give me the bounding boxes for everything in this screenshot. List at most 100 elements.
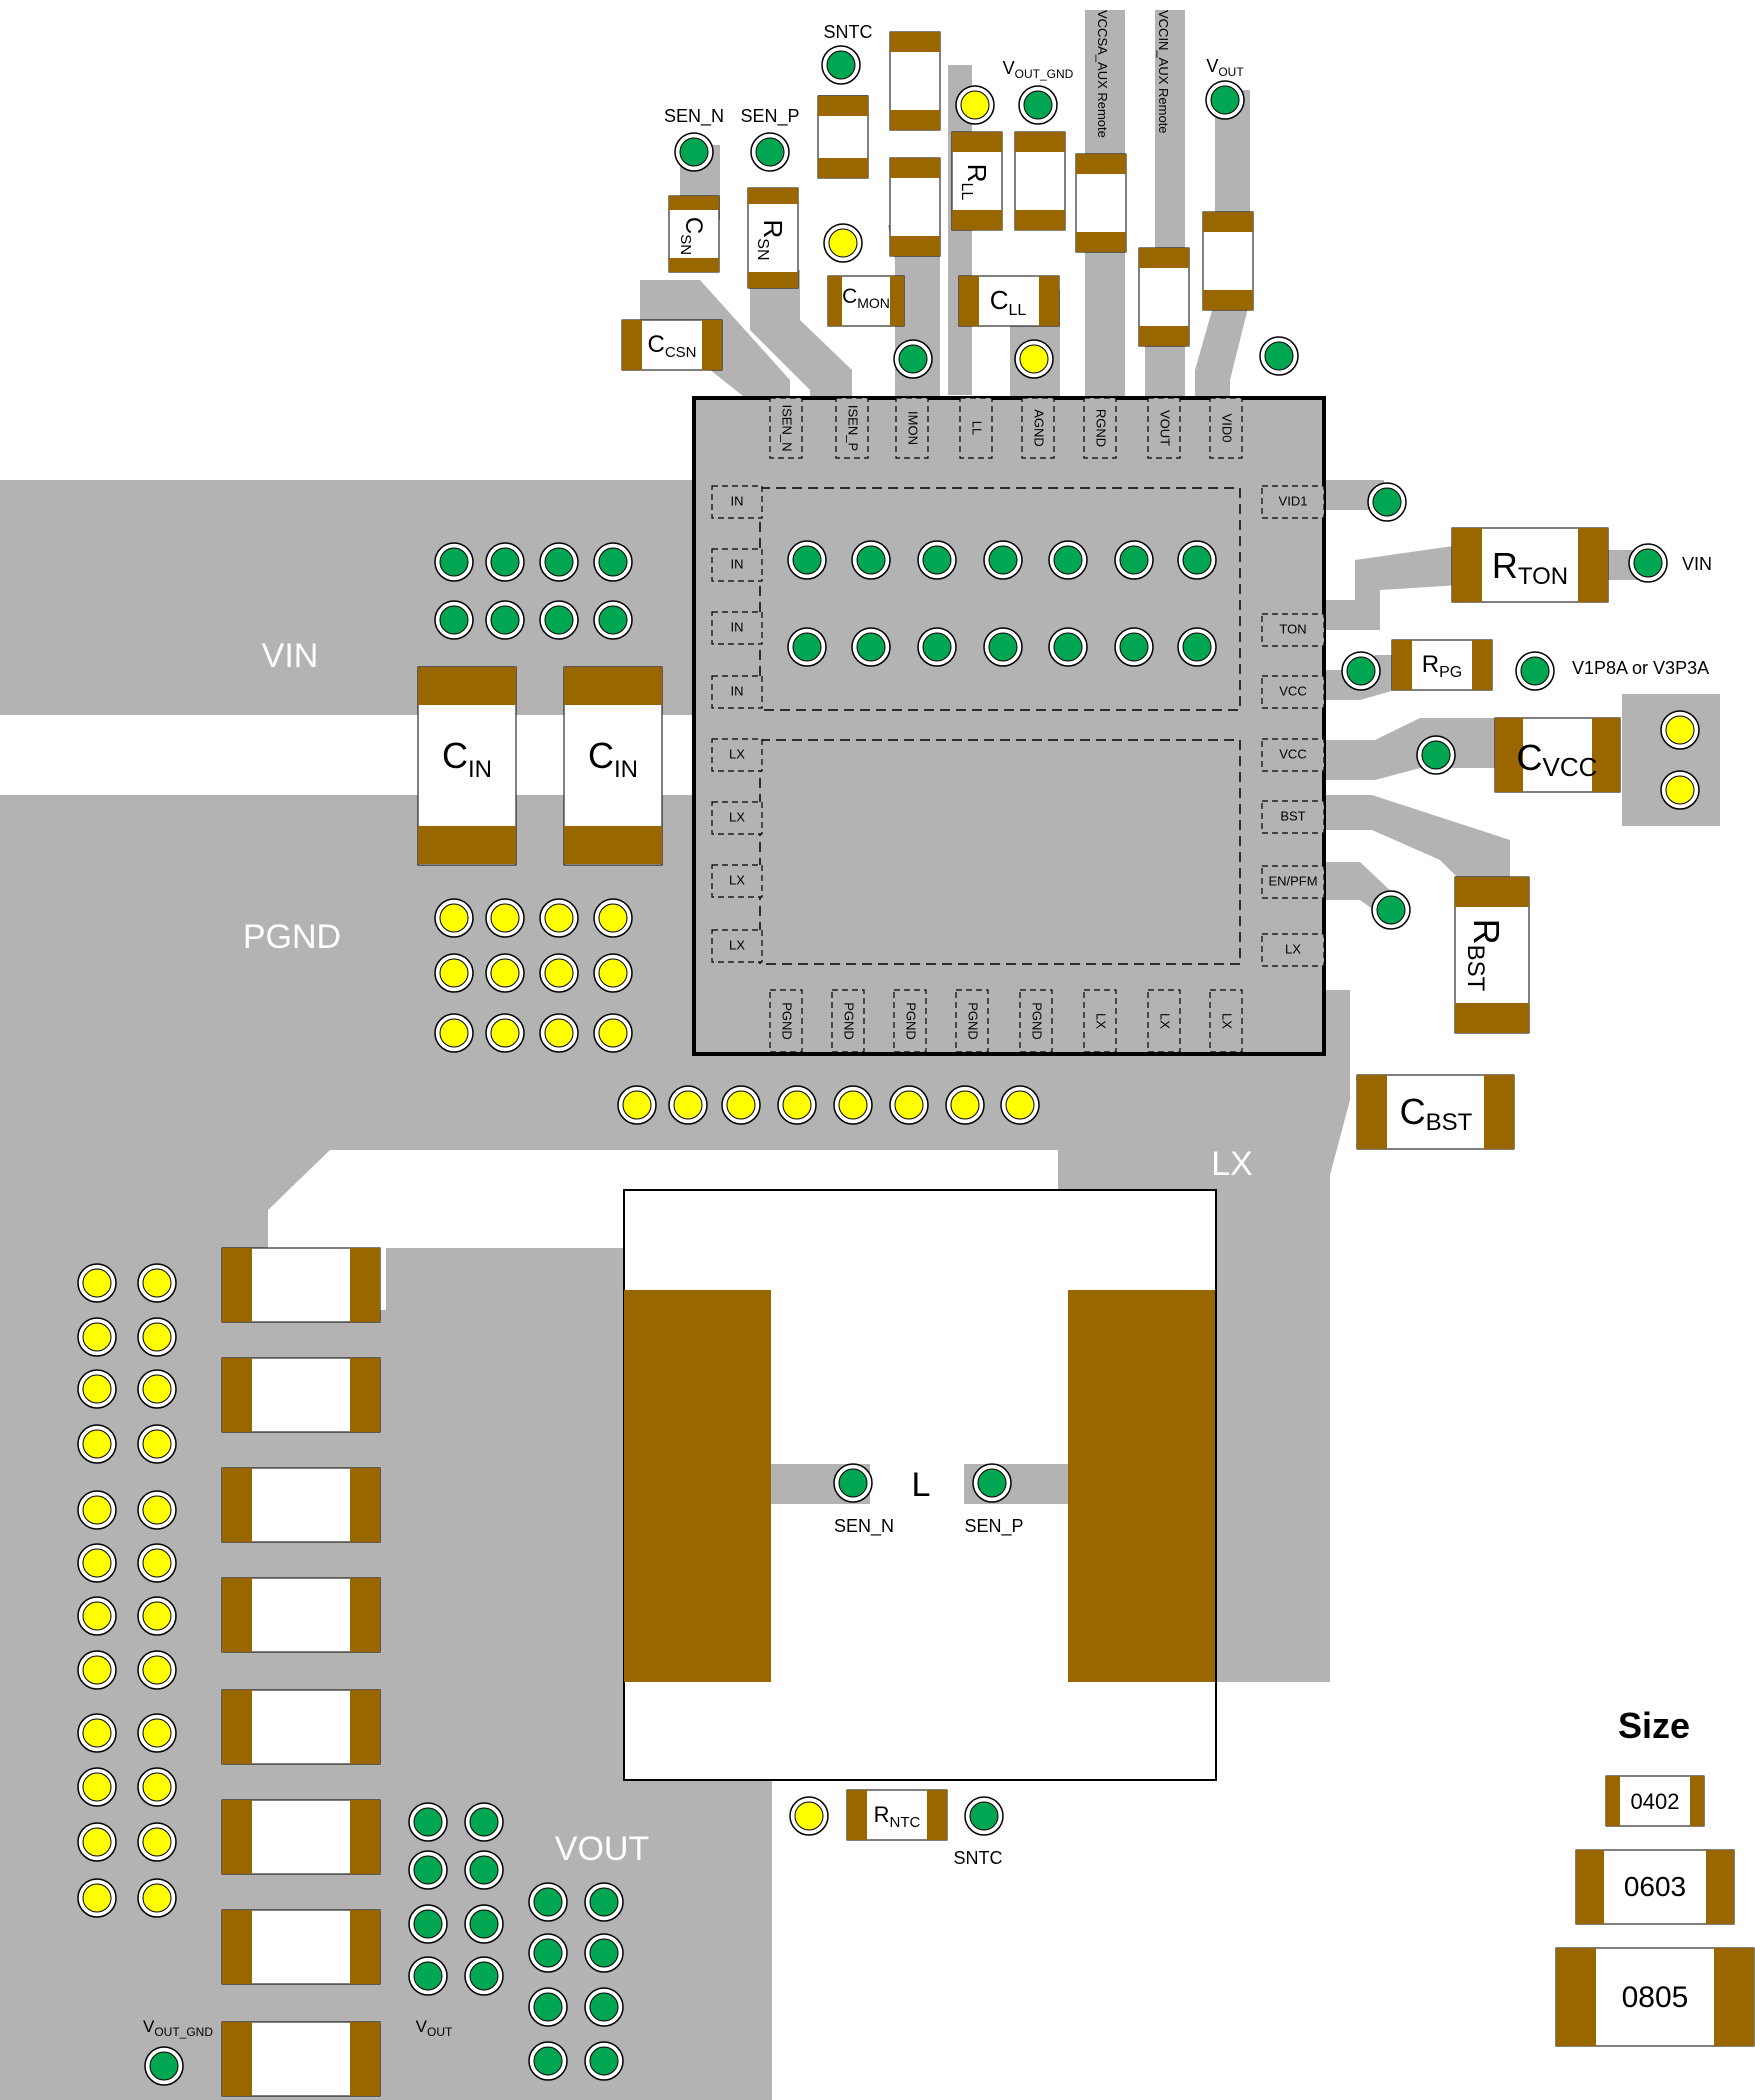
- via-yellow-54: [137, 1543, 177, 1583]
- ic-pin-right-4-label: VCC: [1279, 746, 1306, 761]
- capacitor-vccsa: [1075, 153, 1127, 253]
- ic-exposed-copper: [694, 398, 1324, 998]
- label-vout-bottom-sub: OUT: [427, 2025, 453, 2039]
- ic-pin-left-5-label: LX: [729, 746, 745, 761]
- via-green-83: [144, 2046, 184, 2086]
- label-vout-gnd-top-sub: OUT_GND: [1015, 67, 1074, 81]
- legend-0603-label: 0603: [1624, 1871, 1686, 1902]
- ic-pin-right-7-label: LX: [1285, 941, 1301, 956]
- via-yellow-63: [77, 1822, 117, 1862]
- ic-pin-left-8-label: LX: [729, 937, 745, 952]
- ic-pin-right-6: EN/PFM: [1261, 865, 1325, 899]
- capacitor-sntc-1: [817, 95, 869, 179]
- via-green-95: [1628, 543, 1668, 583]
- via-green-70: [464, 1850, 504, 1890]
- via-yellow-48: [137, 1369, 177, 1409]
- ic-pin-left-6-label: LX: [729, 809, 745, 824]
- via-green-22: [1177, 627, 1217, 667]
- label-vout-gnd-bottom-base: V: [143, 2017, 155, 2036]
- cll-capacitor: CLL: [958, 275, 1060, 327]
- via-green-89: [750, 132, 790, 172]
- ic-pin-top-6: RGND: [1083, 397, 1117, 459]
- label-vout-gnd-bottom-sub: OUT_GND: [154, 2025, 213, 2039]
- via-yellow-100: [1660, 770, 1700, 810]
- rntc-base: R: [874, 1802, 890, 1827]
- cll-base: C: [990, 285, 1009, 315]
- via-green-68: [464, 1802, 504, 1842]
- via-green-21: [1177, 540, 1217, 580]
- output-capacitor-4: [221, 1577, 381, 1653]
- ic-pin-top-7-label: VOUT: [1158, 410, 1173, 446]
- vin-plane: [0, 480, 694, 715]
- ic-pin-left-1: IN: [711, 485, 763, 519]
- via-green-11: [851, 540, 891, 580]
- via-green-96: [1341, 651, 1381, 691]
- cvcc-sub: VCC: [1543, 752, 1598, 782]
- via-green-81: [528, 2041, 568, 2081]
- via-yellow-27: [485, 953, 525, 993]
- via-green-86: [1018, 85, 1058, 125]
- via-yellow-57: [77, 1650, 117, 1690]
- cmon-sub: MON: [857, 295, 890, 311]
- via-yellow-50: [137, 1424, 177, 1464]
- rbst-base: R: [1466, 919, 1507, 945]
- via-yellow-56: [137, 1596, 177, 1636]
- net-label-vin: VIN: [262, 637, 319, 675]
- via-yellow-36: [668, 1085, 708, 1125]
- legend-0402: 0402: [1605, 1775, 1705, 1827]
- rsn-base: R: [758, 219, 788, 238]
- via-green-105: [964, 1796, 1004, 1836]
- vout-plane: [0, 1248, 772, 2100]
- via-yellow-23: [434, 898, 474, 938]
- via-yellow-25: [434, 1013, 474, 1053]
- ic-pin-left-1-label: IN: [731, 493, 744, 508]
- via-green-102: [833, 1463, 873, 1503]
- capacitor-imon: [889, 157, 941, 257]
- via-green-5: [539, 542, 579, 582]
- via-yellow-40: [889, 1085, 929, 1125]
- ic-pin-top-6-label: RGND: [1094, 409, 1109, 447]
- via-yellow-58: [137, 1650, 177, 1690]
- via-green-18: [1048, 627, 1088, 667]
- via-green-71: [408, 1904, 448, 1944]
- output-capacitor-5: [221, 1689, 381, 1765]
- via-green-79: [528, 1987, 568, 2027]
- legend-0805-label: 0805: [1622, 1981, 1689, 2014]
- via-green-91: [893, 339, 933, 379]
- ic-pin-left-8: LX: [711, 929, 763, 963]
- via-yellow-47: [77, 1369, 117, 1409]
- ic-vin-thermal-pad: [759, 487, 1241, 711]
- ic-pin-right-2: TON: [1261, 613, 1325, 647]
- via-green-67: [408, 1802, 448, 1842]
- cbst-base: C: [1400, 1091, 1426, 1132]
- net-label-vout: VOUT: [555, 1830, 649, 1868]
- via-green-84: [821, 45, 861, 85]
- rbst-sub: BST: [1462, 945, 1489, 992]
- ic-pin-bottom-4: PGND: [955, 989, 989, 1053]
- cmon-base: C: [842, 285, 857, 308]
- via-yellow-38: [777, 1085, 817, 1125]
- via-green-8: [593, 600, 633, 640]
- via-yellow-92: [1014, 339, 1054, 379]
- cin-2-sub: IN: [614, 756, 638, 783]
- vias: [77, 45, 1700, 2086]
- via-yellow-29: [539, 898, 579, 938]
- ic-pin-top-4-label: LL: [970, 421, 985, 435]
- ic-pin-bottom-7-label: LX: [1158, 1013, 1173, 1029]
- via-green-4: [485, 600, 525, 640]
- ic-pin-bottom-5-label: PGND: [1030, 1002, 1045, 1040]
- via-yellow-34: [593, 1013, 633, 1053]
- via-yellow-45: [77, 1317, 117, 1357]
- via-green-10: [787, 627, 827, 667]
- via-yellow-49: [77, 1424, 117, 1464]
- ic-pin-top-3-label: IMON: [906, 411, 921, 445]
- ic-pin-bottom-1: PGND: [769, 989, 803, 1053]
- ic-pin-left-6: LX: [711, 801, 763, 835]
- via-green-1: [434, 542, 474, 582]
- cbst-capacitor: CBST: [1356, 1074, 1515, 1150]
- ic-pin-bottom-2: PGND: [831, 989, 865, 1053]
- trace-ton: [1324, 545, 1460, 630]
- via-yellow-52: [137, 1490, 177, 1530]
